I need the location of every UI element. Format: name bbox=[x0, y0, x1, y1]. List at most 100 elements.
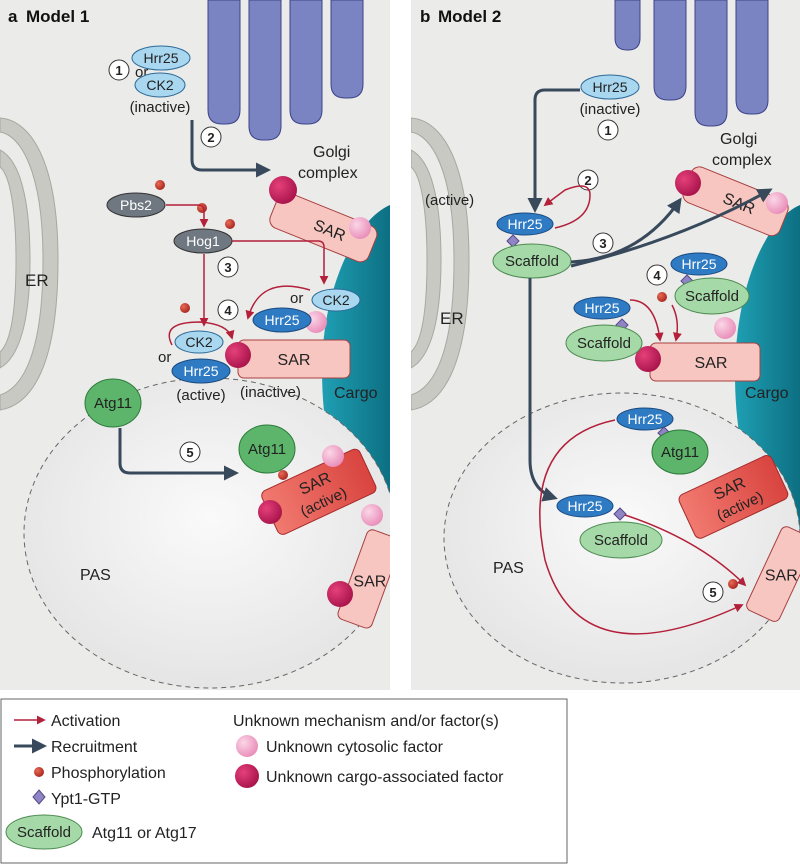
atg11-pas bbox=[238, 424, 296, 474]
cytosolic-factor-icon bbox=[349, 217, 371, 239]
svg-text:Atg11: Atg11 bbox=[94, 395, 132, 412]
recruitment-arrow bbox=[118, 428, 239, 481]
cytosolic-factor-icon bbox=[305, 311, 327, 333]
recruitment-arrow bbox=[528, 278, 558, 502]
scaffold-pas bbox=[579, 521, 663, 559]
svg-text:Scaffold: Scaffold bbox=[505, 253, 559, 270]
sar-inactive-label: (inactive) bbox=[240, 384, 301, 401]
svg-text:Atg11: Atg11 bbox=[661, 444, 699, 461]
cargo-factor-icon bbox=[635, 346, 661, 372]
ypt1-gtp-icon bbox=[613, 507, 627, 521]
hrr25-left bbox=[171, 358, 231, 384]
activation-arrow bbox=[245, 285, 311, 320]
scaffold-left bbox=[565, 324, 643, 362]
sar-bottom: SAR bbox=[746, 526, 800, 622]
svg-text:4: 4 bbox=[653, 268, 661, 283]
cargo-factor-icon bbox=[269, 176, 297, 204]
legend-cytosolic-icon bbox=[236, 735, 258, 757]
cytosolic-factor-icon bbox=[714, 317, 736, 339]
svg-text:Hrr25: Hrr25 bbox=[264, 312, 299, 328]
svg-text:Hrr25: Hrr25 bbox=[681, 256, 716, 272]
svg-text:Hog1: Hog1 bbox=[186, 233, 220, 249]
hrr25-left bbox=[573, 296, 631, 320]
activation-arrow bbox=[671, 304, 682, 342]
legend-scaffold-icon bbox=[5, 814, 83, 850]
activation-arrow bbox=[629, 299, 664, 342]
step-5: 5 bbox=[179, 441, 201, 463]
cargo-factor-icon bbox=[258, 500, 282, 524]
panel-b: ER Golgi complex Cargo PAS SAR SAR Hrr25… bbox=[411, 0, 800, 690]
phospho-icon bbox=[278, 470, 288, 480]
svg-text:3: 3 bbox=[599, 236, 606, 251]
legend-unknown-heading: Unknown mechanism and/or factor(s) bbox=[233, 713, 499, 730]
inactive-label: (inactive) bbox=[130, 99, 191, 116]
legend-scaffold-desc: Atg11 or Atg17 bbox=[92, 825, 197, 842]
svg-text:Pbs2: Pbs2 bbox=[120, 197, 152, 213]
svg-text:SAR: SAR bbox=[765, 568, 798, 585]
sar-middle-label: SAR bbox=[695, 355, 728, 372]
atg11-outside bbox=[84, 378, 142, 428]
svg-text:4: 4 bbox=[224, 303, 232, 318]
legend-unknown-cytosolic: Unknown cytosolic factor bbox=[266, 739, 444, 756]
svg-text:Hrr25: Hrr25 bbox=[584, 300, 619, 316]
phospho-icon bbox=[155, 180, 165, 190]
hrr25-pas bbox=[556, 494, 614, 518]
svg-text:3: 3 bbox=[224, 260, 231, 275]
legend-ypt1-icon bbox=[32, 789, 46, 805]
cargo-label: Cargo bbox=[745, 385, 789, 402]
svg-text:Hrr25: Hrr25 bbox=[507, 216, 542, 232]
svg-text:5: 5 bbox=[709, 585, 716, 600]
step-2: 2 bbox=[200, 126, 222, 148]
hrr25-pas-top bbox=[616, 407, 674, 431]
pas-label: PAS bbox=[493, 560, 524, 577]
pas-label: PAS bbox=[80, 567, 111, 584]
panel-b-letter: b bbox=[420, 7, 430, 26]
panel-b-title: Model 2 bbox=[438, 7, 501, 26]
atg11-pas bbox=[651, 429, 709, 475]
active-label: (active) bbox=[176, 387, 225, 404]
legend-ypt1: Ypt1-GTP bbox=[51, 791, 121, 808]
cargo-factor-icon bbox=[675, 170, 701, 196]
svg-text:CK2: CK2 bbox=[146, 77, 173, 93]
phospho-icon bbox=[728, 579, 738, 589]
svg-text:Hrr25: Hrr25 bbox=[592, 79, 627, 95]
hrr25-right bbox=[670, 252, 728, 276]
legend-scaffold-label: Scaffold bbox=[17, 824, 71, 841]
hrr25-right bbox=[252, 307, 312, 333]
step-1: 1 bbox=[108, 59, 130, 81]
panel-a-letter: a bbox=[8, 7, 18, 26]
legend-phospho-icon bbox=[34, 767, 44, 777]
step-4: 4 bbox=[646, 264, 668, 286]
svg-text:Scaffold: Scaffold bbox=[594, 532, 648, 549]
hrr25-active bbox=[496, 212, 554, 236]
sar-middle-label: SAR bbox=[278, 352, 311, 369]
svg-text:CK2: CK2 bbox=[185, 334, 212, 350]
golgi-label-line2: complex bbox=[712, 152, 772, 169]
recruitment-arrow bbox=[570, 197, 682, 264]
step-3: 3 bbox=[592, 232, 614, 254]
svg-text:5: 5 bbox=[186, 445, 193, 460]
pas bbox=[23, 377, 390, 689]
svg-text:SAR: SAR bbox=[353, 574, 386, 591]
svg-text:Atg11: Atg11 bbox=[248, 441, 286, 458]
recruitment-arrow bbox=[190, 120, 271, 178]
ck2-right bbox=[311, 288, 361, 312]
phospho-icon bbox=[657, 292, 667, 302]
svg-text:1: 1 bbox=[115, 63, 122, 78]
step-5: 5 bbox=[702, 581, 724, 603]
hrr25-golgi bbox=[580, 74, 640, 100]
cargo-label: Cargo bbox=[334, 385, 378, 402]
legend: Activation Recruitment Phosphorylation Y… bbox=[0, 698, 568, 864]
cargo-factor-icon bbox=[225, 342, 251, 368]
cytosolic-factor-icon bbox=[361, 504, 383, 526]
phospho-icon bbox=[180, 303, 190, 313]
svg-text:Scaffold: Scaffold bbox=[685, 288, 739, 305]
or-label: or bbox=[290, 290, 303, 307]
step-2: 2 bbox=[577, 169, 599, 191]
golgi-label-line1: Golgi bbox=[313, 144, 350, 161]
cytosolic-factor-icon bbox=[322, 445, 344, 467]
legend-recruitment: Recruitment bbox=[51, 739, 138, 756]
activation-arrow bbox=[624, 514, 747, 587]
activation-arrow bbox=[166, 204, 209, 228]
